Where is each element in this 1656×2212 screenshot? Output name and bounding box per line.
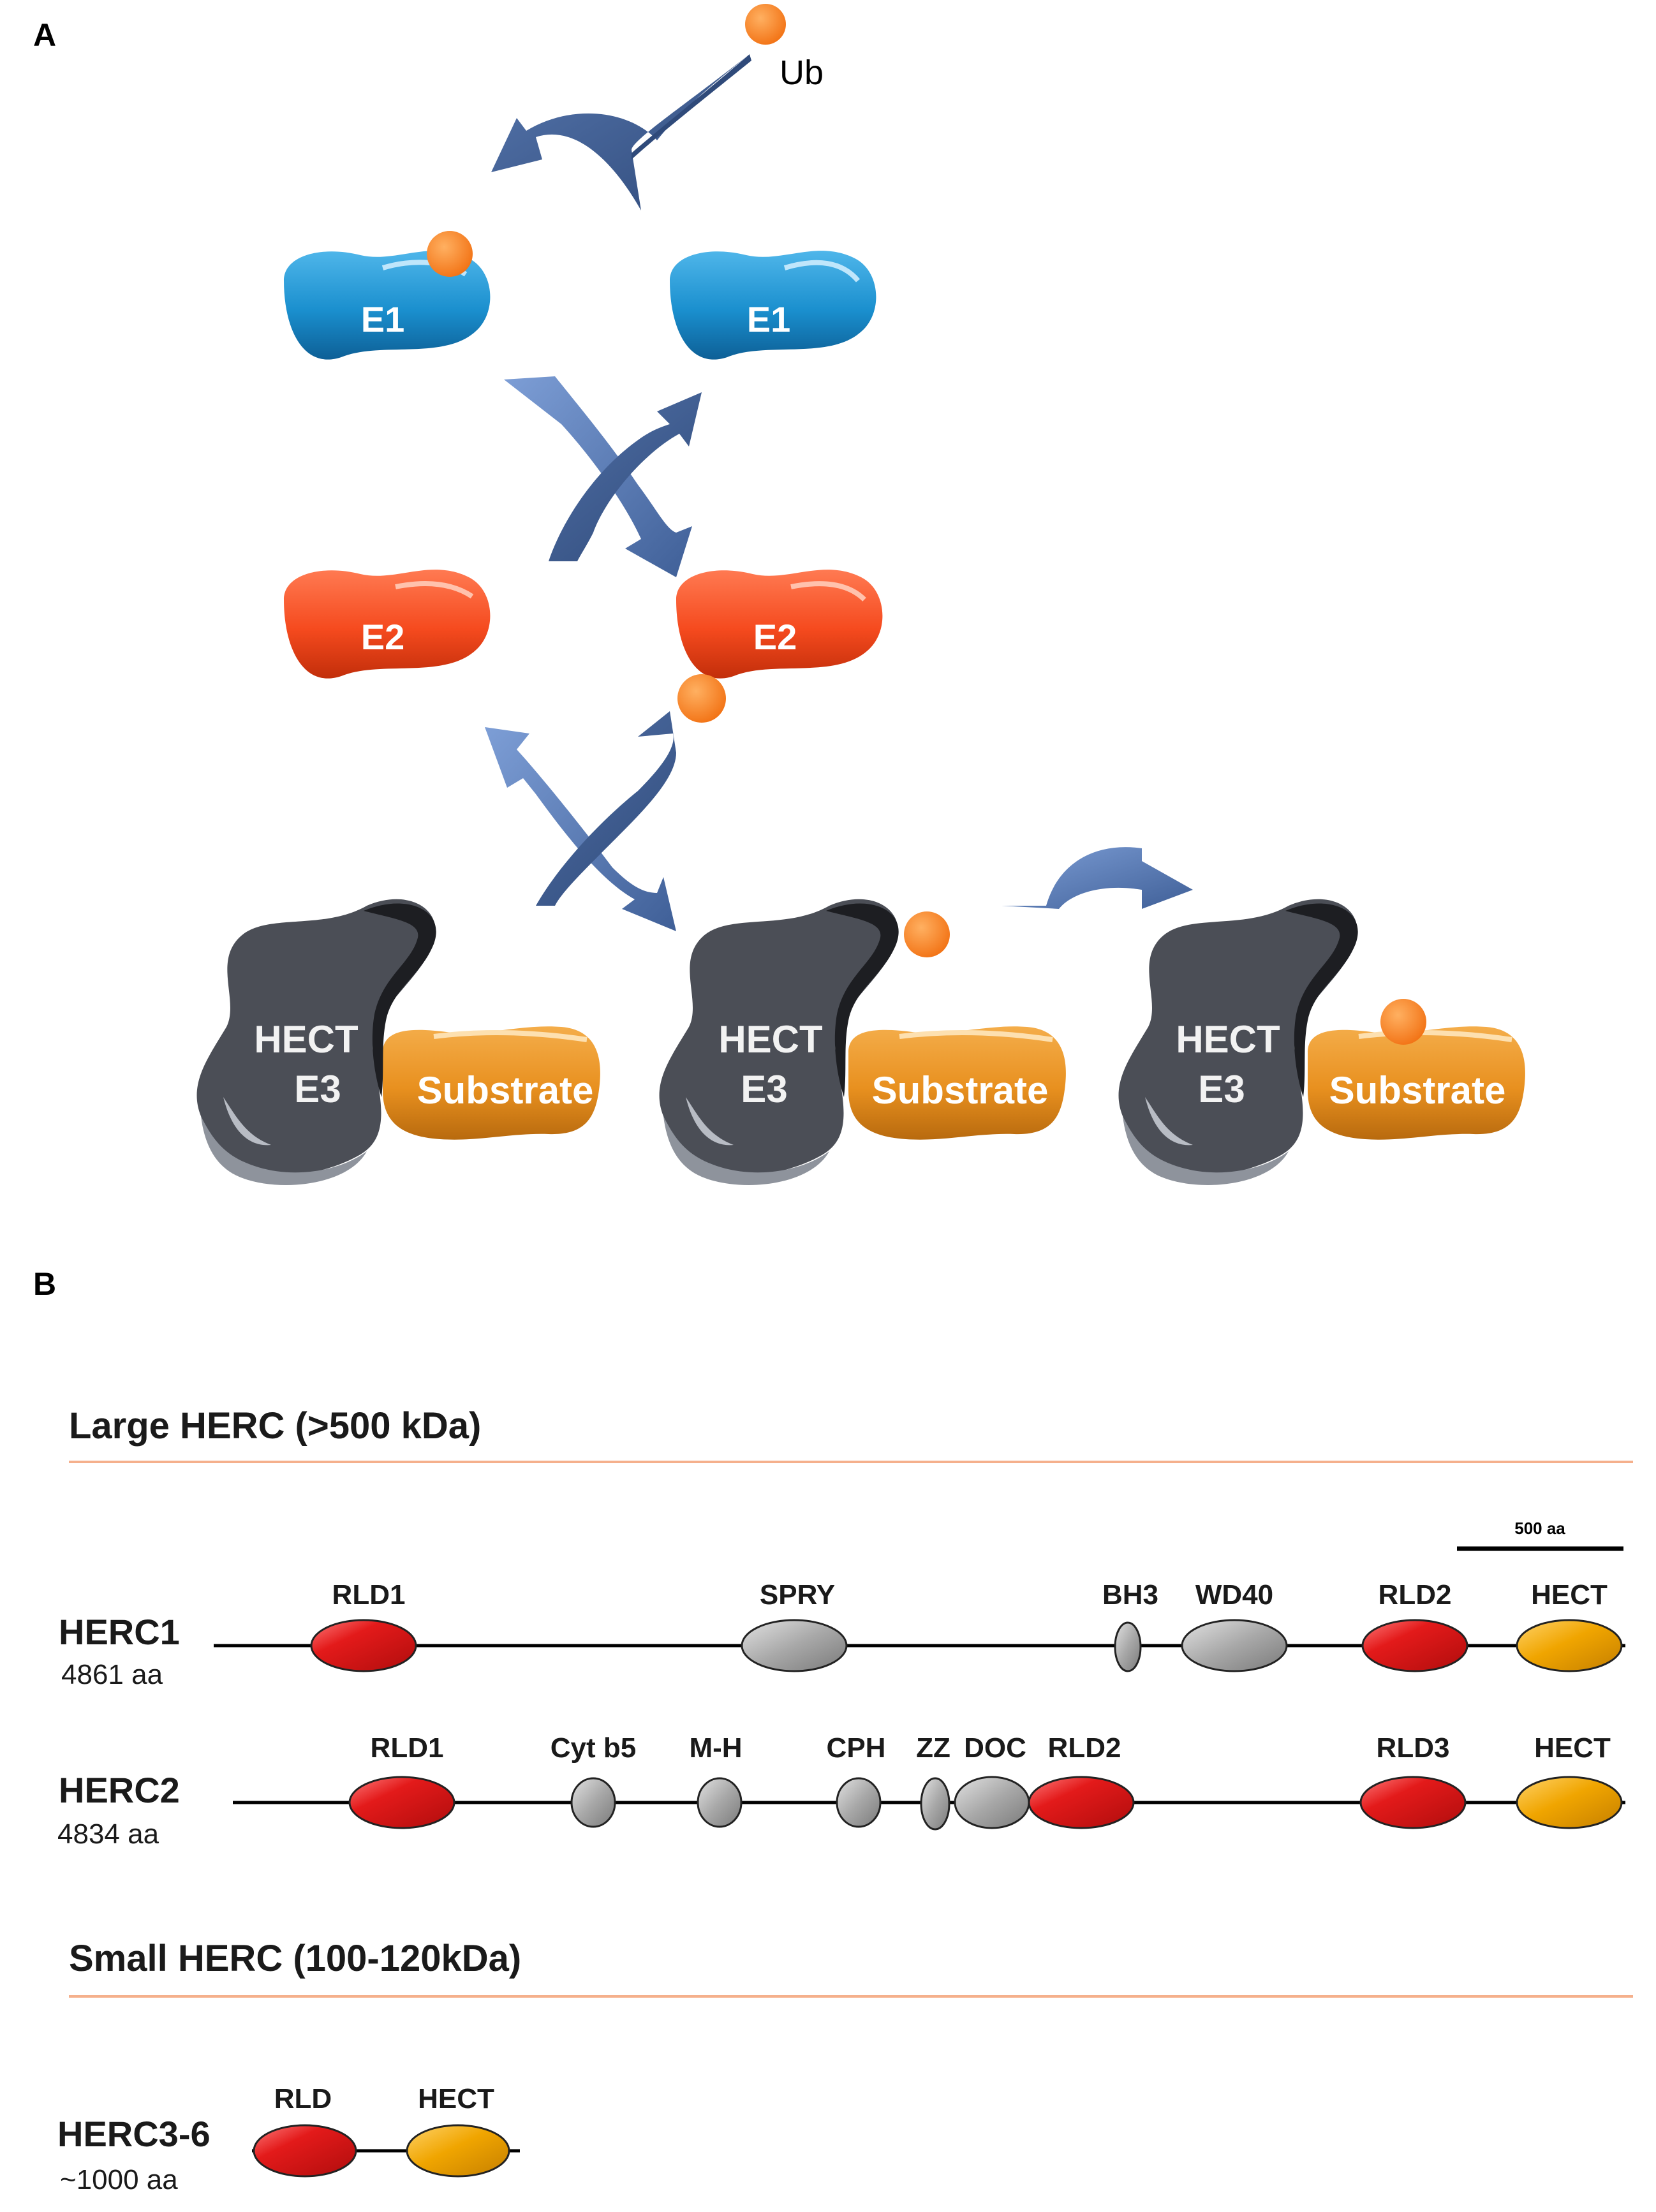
- herc1-rld2-label: RLD2: [1379, 1579, 1452, 1611]
- herc3-6-length: ~1000 aa: [60, 2164, 178, 2195]
- ubiquitin-on-e1: [427, 231, 473, 277]
- e2-right-enzyme: E2: [676, 570, 883, 723]
- herc3-6-hect-domain: [406, 2124, 510, 2178]
- e3-3-line1: HECT: [1176, 1018, 1280, 1061]
- herc2-doc-label: DOC: [964, 1732, 1026, 1764]
- herc2-rld3-domain: [1359, 1776, 1467, 1829]
- e3-1-line2: E3: [294, 1068, 341, 1110]
- herc2-rld1-label: RLD1: [371, 1732, 444, 1764]
- herc2-length: 4834 aa: [57, 1818, 159, 1850]
- herc2-rld3-label: RLD3: [1377, 1732, 1450, 1764]
- ubiquitin-on-e2: [677, 674, 726, 723]
- herc2-cph-domain: [836, 1777, 882, 1828]
- herc2-rld2-label: RLD2: [1048, 1732, 1121, 1764]
- substrate-1-label: Substrate: [417, 1069, 594, 1112]
- herc3-6-rld-domain: [253, 2124, 357, 2178]
- herc2-hect-label: HECT: [1534, 1732, 1611, 1764]
- herc3-6-row: HERC3-6 ~1000 aa RLD HECT: [57, 2083, 520, 2195]
- e2-e3-exchange-arrows: [485, 711, 676, 931]
- herc1-wd40-domain: [1181, 1619, 1288, 1672]
- herc2-row: HERC2 4834 aa RLD1 Cyt b5 M-H CPH ZZ DOC…: [57, 1732, 1625, 1850]
- herc2-zz-label: ZZ: [916, 1732, 950, 1764]
- herc2-cytb5-domain: [570, 1777, 616, 1828]
- e1-right-label: E1: [747, 299, 791, 339]
- e3-2-line2: E3: [741, 1068, 787, 1110]
- herc1-rld1-label: RLD1: [332, 1579, 406, 1611]
- herc1-name: HERC1: [59, 1612, 180, 1652]
- herc1-wd40-label: WD40: [1195, 1579, 1273, 1611]
- herc3-6-hect-label: HECT: [418, 2083, 494, 2114]
- herc1-spry-domain: [741, 1619, 848, 1672]
- e2-left-label: E2: [361, 617, 405, 657]
- herc1-row: HERC1 4861 aa RLD1 SPRY BH3 WD40 RLD2 HE…: [59, 1579, 1625, 1690]
- e1-right-enzyme: E1: [670, 251, 876, 360]
- e3-1-line1: HECT: [254, 1018, 358, 1061]
- e3-3-line2: E3: [1198, 1068, 1245, 1110]
- herc1-length: 4861 aa: [61, 1659, 163, 1690]
- herc3-6-name: HERC3-6: [57, 2114, 211, 2154]
- e1-e2-exchange-arrows: [498, 376, 702, 577]
- herc1-rld1-domain: [310, 1619, 417, 1672]
- herc2-rld2-domain: [1028, 1776, 1135, 1829]
- herc2-name: HERC2: [59, 1770, 180, 1810]
- e2-left-enzyme: E2: [284, 570, 491, 679]
- substrate-2-label: Substrate: [872, 1069, 1049, 1112]
- herc1-bh3-label: BH3: [1102, 1579, 1158, 1611]
- ubiquitin-on-e3: [904, 911, 950, 957]
- hect-e3-complex-1: HECT E3 Substrate: [196, 899, 600, 1185]
- panel-b-label: B: [33, 1266, 56, 1302]
- herc1-hect-label: HECT: [1531, 1579, 1608, 1611]
- herc1-rld2-domain: [1361, 1619, 1468, 1672]
- herc1-hect-domain: [1516, 1619, 1623, 1672]
- ubiquitin-transfer-arrow: [1002, 847, 1193, 909]
- herc1-bh3-domain: [1114, 1621, 1142, 1672]
- ubiquitin-on-substrate: [1380, 999, 1426, 1045]
- scale-bar-label: 500 aa: [1514, 1519, 1565, 1538]
- hect-e3-complex-2: HECT E3 Substrate: [659, 899, 1066, 1185]
- herc2-zz-domain: [920, 1777, 950, 1831]
- large-herc-title: Large HERC (>500 kDa): [69, 1405, 481, 1447]
- herc2-doc-domain: [954, 1776, 1030, 1829]
- herc2-rld1-domain: [348, 1776, 455, 1829]
- herc1-spry-label: SPRY: [760, 1579, 835, 1611]
- e3-2-line1: HECT: [718, 1018, 822, 1061]
- e1-left-enzyme: E1: [284, 231, 491, 360]
- panel-a-label: A: [33, 17, 56, 53]
- herc2-cytb5-label: Cyt b5: [551, 1732, 636, 1764]
- hect-e3-complex-3: HECT E3 Substrate: [1118, 899, 1525, 1185]
- herc3-6-rld-label: RLD: [274, 2083, 332, 2114]
- herc2-cph-label: CPH: [827, 1732, 886, 1764]
- herc2-hect-domain: [1516, 1776, 1623, 1829]
- ub-label: Ub: [780, 54, 824, 92]
- herc2-mh-domain: [697, 1777, 743, 1828]
- small-herc-title: Small HERC (100-120kDa): [69, 1938, 521, 1979]
- herc2-mh-label: M-H: [689, 1732, 742, 1764]
- ubiquitin-free: [745, 4, 786, 45]
- e1-left-label: E1: [361, 299, 405, 339]
- ubiquitin-entry-arrow: [491, 54, 751, 210]
- e2-right-label: E2: [753, 617, 797, 657]
- substrate-3-label: Substrate: [1329, 1069, 1506, 1112]
